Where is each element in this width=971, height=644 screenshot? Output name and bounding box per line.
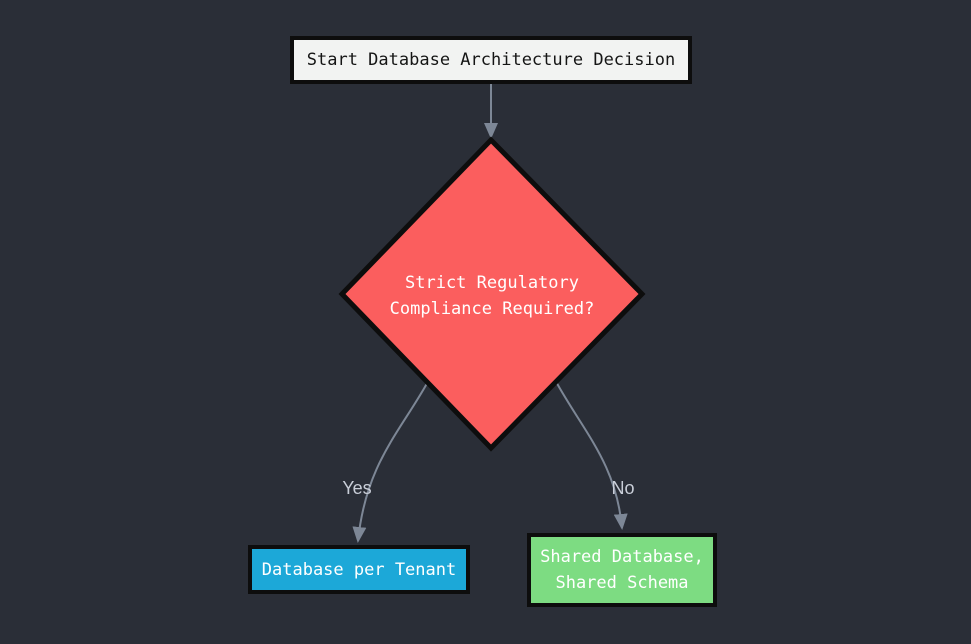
db-per-tenant-label: Database per Tenant	[261, 559, 457, 580]
decision-diamond	[338, 136, 646, 452]
shared-database-node: Shared Database, Shared Schema	[527, 533, 717, 607]
decision-node-label: Strict Regulatory Compliance Required?	[362, 270, 622, 322]
shared-database-label-line2: Shared Schema	[555, 573, 689, 593]
shared-database-label-line1: Shared Database,	[540, 547, 704, 567]
decision-label-line1: Strict Regulatory	[405, 273, 579, 293]
start-node-label: Start Database Architecture Decision	[306, 50, 676, 70]
yes-edge-label: Yes	[342, 478, 372, 498]
start-node: Start Database Architecture Decision	[290, 36, 692, 84]
edge-no	[553, 377, 628, 530]
edge-yes	[352, 377, 431, 543]
no-edge-label: No	[611, 478, 635, 498]
decision-label-line2: Compliance Required?	[389, 299, 595, 319]
db-per-tenant-node: Database per Tenant	[248, 545, 470, 594]
